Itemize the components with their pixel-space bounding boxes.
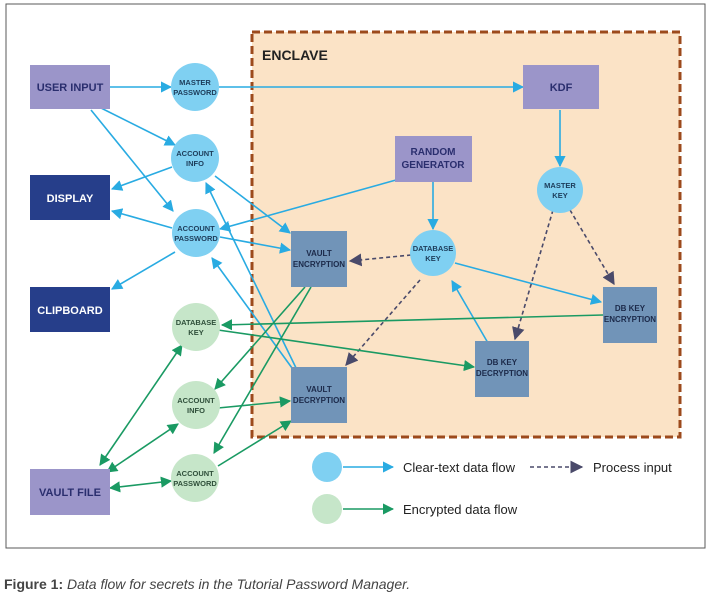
master-key-label-1: MASTER [544,181,576,190]
kdf-box: KDF [523,65,599,109]
database-key-label-1: DATABASE [413,244,454,253]
database-key-label-2: KEY [425,254,440,263]
display-label: DISPLAY [47,193,94,205]
flow-db-key-encryption-to-database-key [220,314,604,331]
enc-database-key-label-1: DATABASE [176,318,217,327]
db-key-encryption-box: DB KEY ENCRYPTION [603,287,657,343]
vault-encryption-box: VAULT ENCRYPTION [291,231,347,287]
enc-account-password-circle: ACCOUNT PASSWORD [171,454,219,502]
database-key-circle: DATABASE KEY [410,230,456,276]
user-input-label: USER INPUT [37,82,104,94]
account-password-circle: ACCOUNT PASSWORD [172,209,220,257]
vault-file-label: VAULT FILE [39,487,101,499]
vault-encryption-label-1: VAULT [306,249,332,258]
random-generator-label-1: RANDOM [411,147,456,158]
vault-decryption-box: VAULT DECRYPTION [291,367,347,423]
enc-account-info-label-1: ACCOUNT [177,396,215,405]
db-key-encryption-label-1: DB KEY [615,304,646,313]
vault-file-box: VAULT FILE [30,469,110,515]
vault-decryption-label-1: VAULT [306,385,332,394]
flow-vault-decryption-to-account-password [211,257,293,369]
master-password-label-1: MASTER [179,78,211,87]
enc-database-key-label-2: KEY [188,328,203,337]
legend-encrypted-text: Encrypted data flow [403,502,518,517]
db-key-decryption-label-1: DB KEY [487,358,518,367]
flow-database-key-to-db-key-encryption [454,262,603,305]
db-key-decryption-label-2: DECRYPTION [476,369,528,378]
account-password-label-2: PASSWORD [174,234,218,243]
encrypted-flows [99,286,604,493]
flow-vault-file-account-info [106,423,179,473]
input-master-key-to-db-key-encryption [569,209,615,286]
flow-enc-account-info-to-vault-decryption [217,396,292,409]
caption-text: Data flow for secrets in the Tutorial Pa… [67,576,411,592]
clear-text-flows [90,81,603,373]
flow-vault-encryption-to-enc-account-password [213,286,312,454]
master-key-label-2: KEY [552,191,567,200]
flow-vault-decryption-to-account-info [205,181,299,373]
random-generator-box: RANDOM GENERATOR [395,136,472,182]
flow-vault-file-account-password [108,476,173,493]
master-password-label-2: PASSWORD [173,88,217,97]
caption-label: Figure 1: [4,576,64,592]
enc-account-info-label-2: INFO [187,406,205,415]
kdf-label: KDF [550,82,573,94]
master-key-circle: MASTER KEY [537,167,583,213]
vault-decryption-label-2: DECRYPTION [293,396,345,405]
flow-account-info-to-display [110,166,173,191]
enc-account-password-label-1: ACCOUNT [176,469,214,478]
account-info-label-1: ACCOUNT [176,149,214,158]
vault-encryption-label-2: ENCRYPTION [293,260,345,269]
legend-clear-swatch [312,452,342,482]
figure-caption: Figure 1: Data flow for secrets in the T… [4,576,410,592]
enc-account-info-circle: ACCOUNT INFO [172,381,220,429]
input-database-key-to-vault-encryption [348,253,412,267]
flow-vault-encryption-to-enc-account-info [214,286,306,390]
clipboard-label: CLIPBOARD [37,305,102,317]
enclave-title: ENCLAVE [262,47,328,63]
account-info-label-2: INFO [186,159,204,168]
user-input-box: USER INPUT [30,65,110,109]
random-generator-label-2: GENERATOR [402,160,466,171]
display-box: DISPLAY [30,175,110,220]
flow-input-to-account-info [90,102,177,146]
account-password-label-1: ACCOUNT [177,224,215,233]
db-key-encryption-label-2: ENCRYPTION [604,315,656,324]
flow-input-to-account-password [90,109,174,212]
enc-account-password-label-2: PASSWORD [173,479,217,488]
legend-clear-text: Clear-text data flow [403,460,516,475]
legend-encrypted-swatch [312,494,342,524]
flow-random-generator-to-account-password [218,179,397,232]
account-info-circle: ACCOUNT INFO [171,134,219,182]
enc-database-key-circle: DATABASE KEY [172,303,220,351]
flow-db-key-decryption-to-database-key [451,280,489,344]
legend: Clear-text data flow Process input Encry… [312,452,672,524]
db-key-decryption-box: DB KEY DECRYPTION [475,341,529,397]
legend-process-text: Process input [593,460,672,475]
flow-account-info-to-vault-encryption [214,175,291,234]
master-password-circle: MASTER PASSWORD [171,63,219,111]
flow-enc-account-password-to-vault-decryption [217,420,292,467]
clipboard-box: CLIPBOARD [30,287,110,332]
flow-account-password-to-clipboard [111,251,176,290]
flow-account-password-to-display [110,208,173,229]
flow-account-password-to-vault-encryption [219,236,292,254]
